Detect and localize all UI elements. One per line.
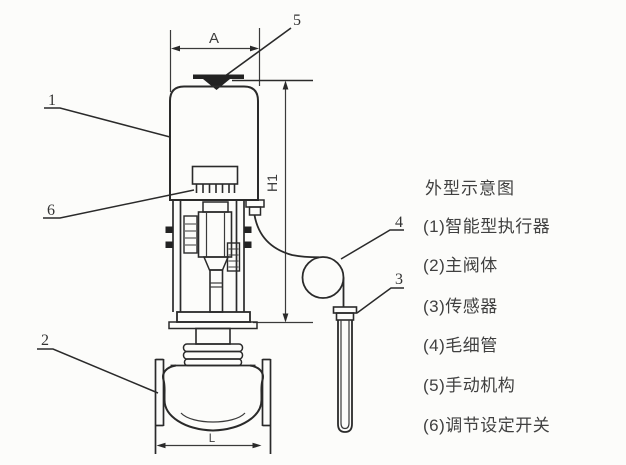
valve-body (162, 364, 264, 432)
pipe-flange-right (261, 358, 272, 454)
dim-label-A: A (209, 30, 219, 47)
callout-1: 1 (44, 92, 171, 138)
actuator-body (169, 85, 259, 201)
legend-item-1: (1)智能型执行器 (423, 217, 551, 236)
callout-3: 3 (356, 271, 404, 314)
callout-4: 4 (340, 214, 404, 260)
capillary-tube (253, 214, 345, 307)
pipe-flange-left (154, 358, 165, 454)
callout-4-label: 4 (395, 214, 403, 231)
dim-label-L: L (209, 433, 216, 445)
yoke (165, 200, 252, 312)
callout-5-leader (220, 27, 292, 80)
callout-1-leader (44, 107, 171, 138)
dim-arrow-left (171, 45, 180, 52)
dim-arrow-right (250, 45, 259, 52)
capillary-coil (301, 256, 345, 299)
callout-5: 5 (220, 12, 301, 80)
callout-5-label: 5 (293, 12, 301, 29)
sensor-probe (332, 306, 358, 433)
legend-title: 外型示意图 (425, 179, 515, 198)
legend: 外型示意图 (1)智能型执行器 (2)主阀体 (3)传感器 (4)毛细管 (5)… (423, 0, 623, 465)
callout-1-label: 1 (48, 92, 56, 109)
legend-item-4: (4)毛细管 (423, 336, 498, 355)
dimension-height-H1: H1 (253, 80, 313, 324)
bonnet (182, 327, 244, 367)
manual-mechanism (193, 74, 313, 90)
yoke-bolts (165, 226, 252, 248)
callout-2-label: 2 (41, 332, 49, 349)
capillary-fitting (245, 199, 265, 216)
callout-2-leader (37, 348, 159, 394)
callout-6-label: 6 (47, 202, 55, 219)
setting-switch (191, 165, 239, 193)
legend-item-5: (5)手动机构 (423, 376, 516, 395)
callout-3-label: 3 (395, 271, 403, 288)
dimension-width-A: A (169, 28, 261, 92)
legend-item-2: (2)主阀体 (423, 256, 498, 275)
callout-2: 2 (37, 332, 159, 394)
mounting-flange (168, 311, 258, 330)
dimension-length-L: L (156, 433, 262, 449)
callout-6: 6 (43, 189, 195, 219)
callout-6-leader (43, 189, 195, 219)
legend-item-6: (6)调节设定开关 (423, 416, 551, 435)
stem-assembly (183, 201, 241, 313)
callout-4-leader (340, 229, 404, 260)
callout-3-leader (356, 287, 404, 314)
dim-label-H1: H1 (264, 174, 280, 192)
legend-item-3: (3)传感器 (423, 297, 498, 316)
